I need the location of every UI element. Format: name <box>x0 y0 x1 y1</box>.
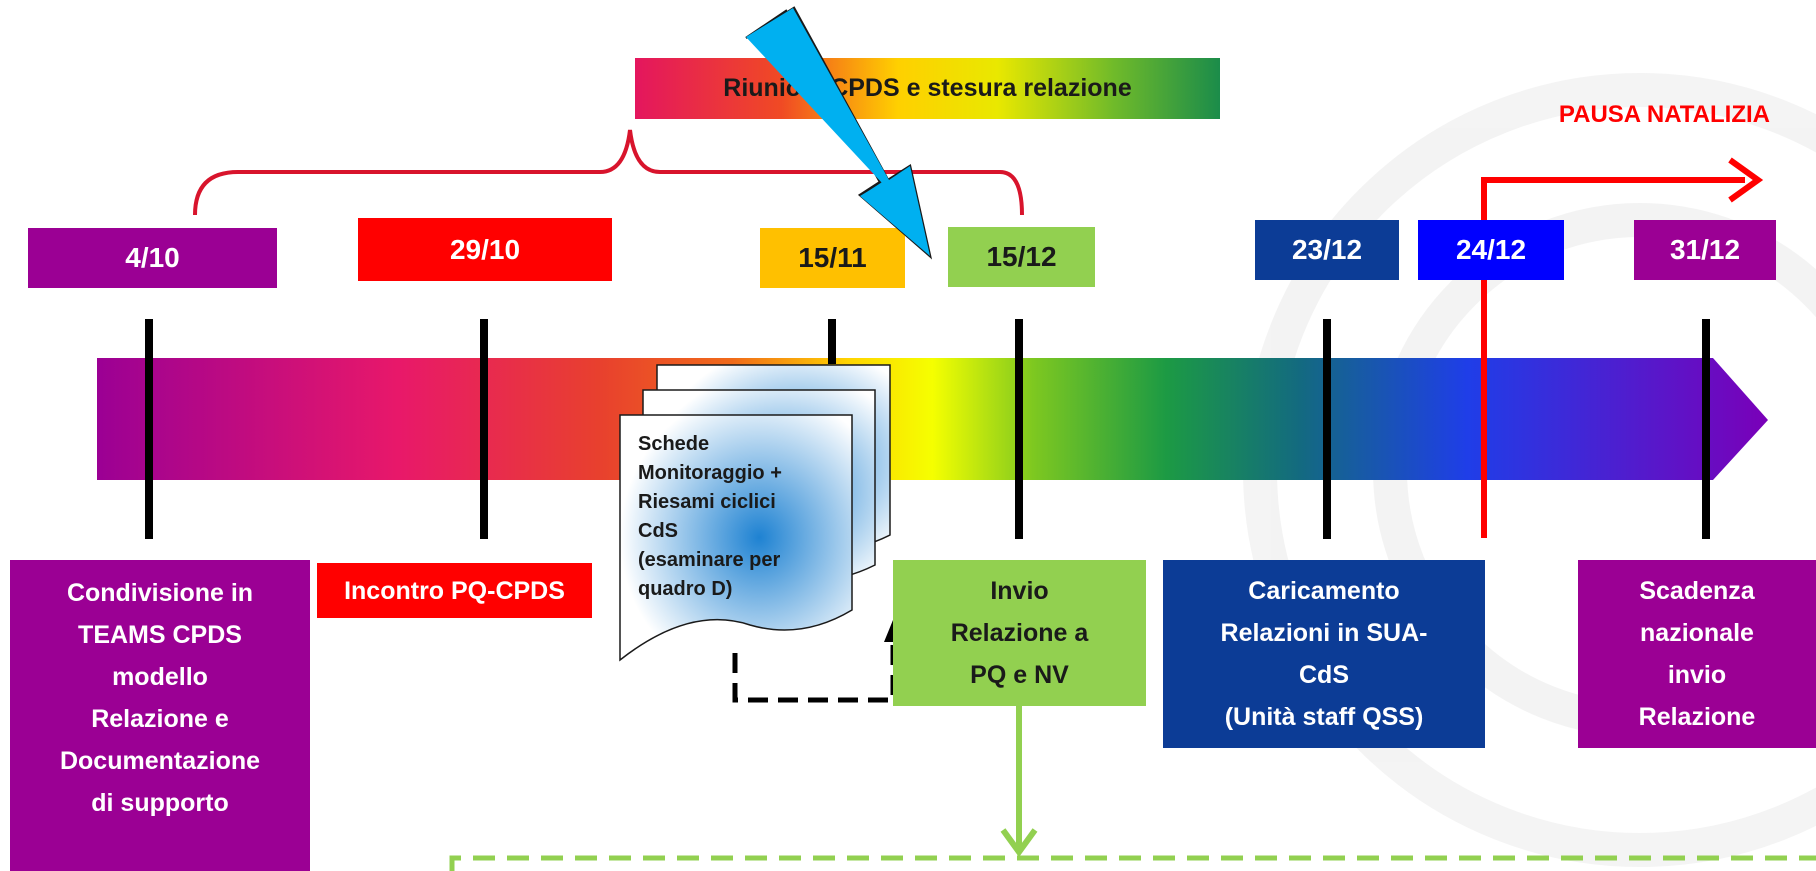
document-line: Riesami ciclici <box>638 491 776 513</box>
date-box-4-10: 4/10 <box>28 228 277 288</box>
event-line: PQ e NV <box>970 661 1069 689</box>
event-box-caricamento: Caricamento Relazioni in SUA- CdS (Unità… <box>1163 560 1485 748</box>
pause-arrow-icon <box>1481 177 1745 538</box>
event-box-condivisione: Condivisione in TEAMS CPDS modello Relaz… <box>10 560 310 871</box>
event-line: Relazione <box>1638 703 1756 731</box>
event-line: Relazione e <box>91 705 229 733</box>
stacked-documents-icon <box>619 364 891 662</box>
event-line: Relazioni in SUA- <box>1220 619 1428 647</box>
event-box-incontro: Incontro PQ-CPDS <box>317 563 592 618</box>
event-line: TEAMS CPDS <box>78 621 242 649</box>
bracket-icon <box>193 129 1024 216</box>
date-box-15-12: 15/12 <box>948 227 1095 287</box>
tick-4-10 <box>145 319 153 539</box>
document-line: CdS <box>638 520 678 542</box>
event-line: di supporto <box>91 789 229 817</box>
tick-23-12 <box>1323 319 1331 539</box>
event-line: (Unità staff QSS) <box>1224 703 1424 731</box>
pause-arrowhead-icon <box>1728 157 1764 203</box>
document-line: Schede <box>638 433 710 455</box>
banner-box <box>635 58 1220 119</box>
event-line: invio <box>1667 661 1727 689</box>
date-box-24-12: 24/12 <box>1418 220 1564 280</box>
tick-15-12 <box>1015 319 1023 539</box>
event-line: nazionale <box>1640 619 1754 647</box>
document-line: Monitoraggio + <box>638 462 782 484</box>
dashed-green-box <box>449 855 1816 871</box>
tick-29-10 <box>480 319 488 539</box>
event-line: Documentazione <box>59 747 261 775</box>
down-arrowhead-icon <box>1000 828 1038 858</box>
feedback-arrow-icon <box>732 638 896 703</box>
event-line: Scadenza <box>1639 577 1755 605</box>
document-text: Schede Monitoraggio + Riesami ciclici Cd… <box>638 430 848 604</box>
document-line: (esaminare per <box>638 549 781 571</box>
tick-15-11 <box>828 319 836 364</box>
date-box-15-11: 15/11 <box>760 228 905 288</box>
event-line: Incontro PQ-CPDS <box>344 576 565 605</box>
document-line: quadro D) <box>638 578 733 600</box>
event-line: Caricamento <box>1248 577 1400 605</box>
date-box-29-10: 29/10 <box>358 218 612 281</box>
tick-31-12 <box>1702 319 1710 539</box>
date-box-23-12: 23/12 <box>1255 220 1399 280</box>
event-line: CdS <box>1299 661 1349 689</box>
timeline-band <box>97 358 1768 480</box>
event-line: Condivisione in <box>66 579 254 607</box>
event-line: modello <box>112 663 208 691</box>
pause-label: PAUSA NATALIZIA <box>1558 101 1770 128</box>
event-box-scadenza: Scadenza nazionale invio Relazione <box>1578 560 1816 748</box>
event-line: Relazione a <box>950 619 1089 647</box>
date-box-31-12: 31/12 <box>1634 220 1776 280</box>
event-line: Invio <box>990 577 1049 605</box>
event-box-invio: Invio Relazione a PQ e NV <box>893 560 1146 706</box>
